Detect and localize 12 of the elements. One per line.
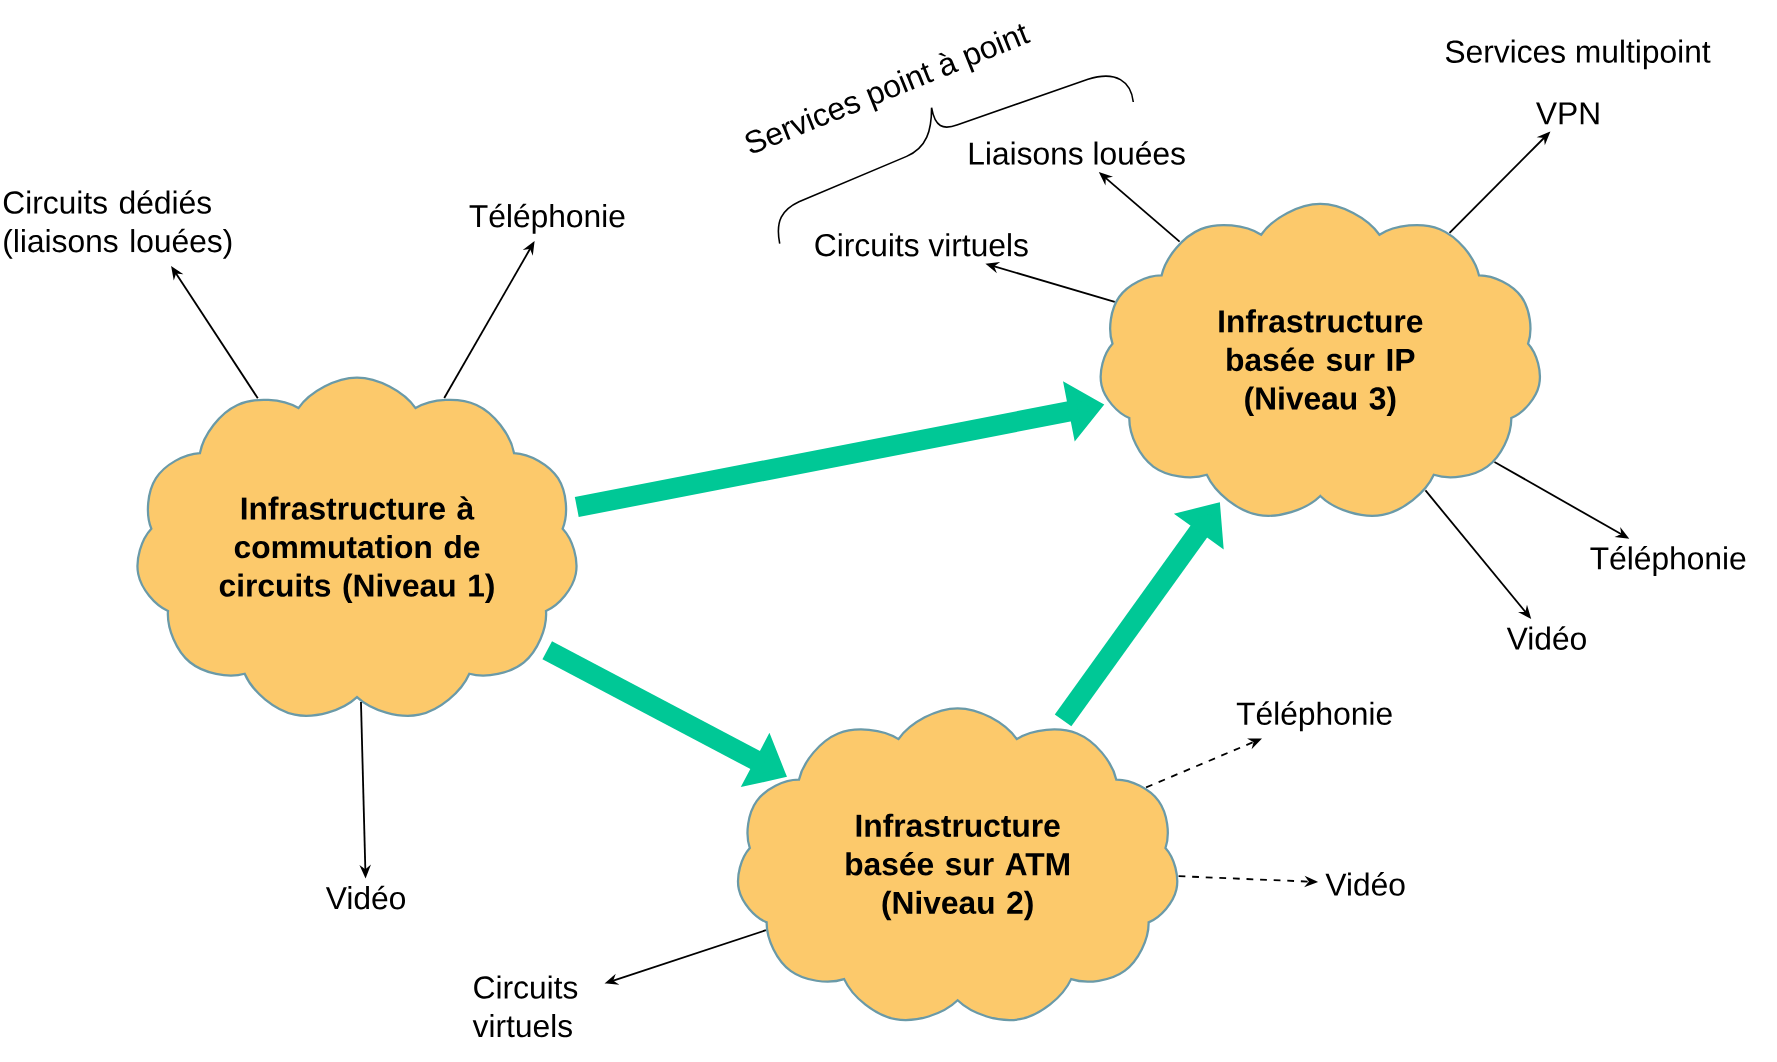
service-label: VPN [1536,102,1599,125]
service-label: Vidéo [1506,626,1586,650]
service-label: Vidéo [1325,872,1405,896]
service-label: Liaisons louées [969,141,1185,165]
service-label: Téléphonie [1590,546,1746,576]
service-label: Téléphonie [469,203,625,234]
group-label: Services multipoint [1445,39,1711,70]
service-label: Vidéo [325,885,405,910]
service-label: Téléphonie [1236,701,1392,732]
service-label: Circuits dédiés (liaisons louées) [3,190,232,259]
service-label: Circuits virtuels [472,975,578,1038]
service-label: Circuits virtuels [815,233,1028,257]
